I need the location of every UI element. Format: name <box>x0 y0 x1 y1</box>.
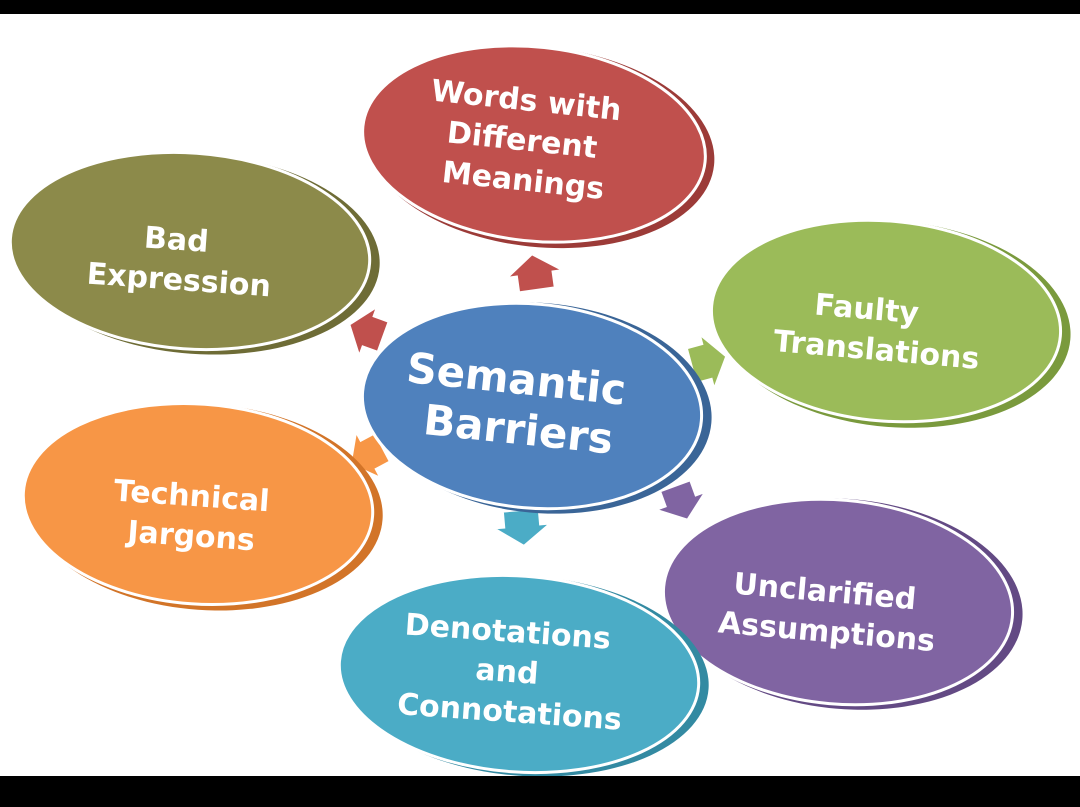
node-bad-expression: Bad Expression <box>8 150 380 355</box>
node-denotations-and-connotations: Denotations and Connotations <box>337 573 709 776</box>
label-line: Bad <box>143 220 210 259</box>
semantic-barriers-diagram: Words with Different Meanings Bad Expres… <box>8 44 1071 776</box>
diagram-canvas: Words with Different Meanings Bad Expres… <box>0 14 1080 776</box>
node-words-with-different-meanings: Words with Different Meanings <box>361 44 715 249</box>
center-node-semantic-barriers: Semantic Barriers <box>360 301 712 514</box>
node-unclarified-assumptions: Unclarified Assumptions <box>661 497 1023 710</box>
arrow-to-words-with-different-meanings <box>504 252 566 294</box>
label-words-with-different-meanings: Words with Different Meanings <box>421 73 633 208</box>
arrow-to-denotations-and-connotations <box>491 507 554 548</box>
label-line: and <box>474 652 539 691</box>
arrow-to-bad-expression <box>348 304 390 359</box>
node-technical-jargons: Technical Jargons <box>21 401 383 611</box>
arrow-to-unclarified-assumptions <box>653 479 708 521</box>
node-faulty-translations: Faulty Translations <box>709 218 1071 428</box>
